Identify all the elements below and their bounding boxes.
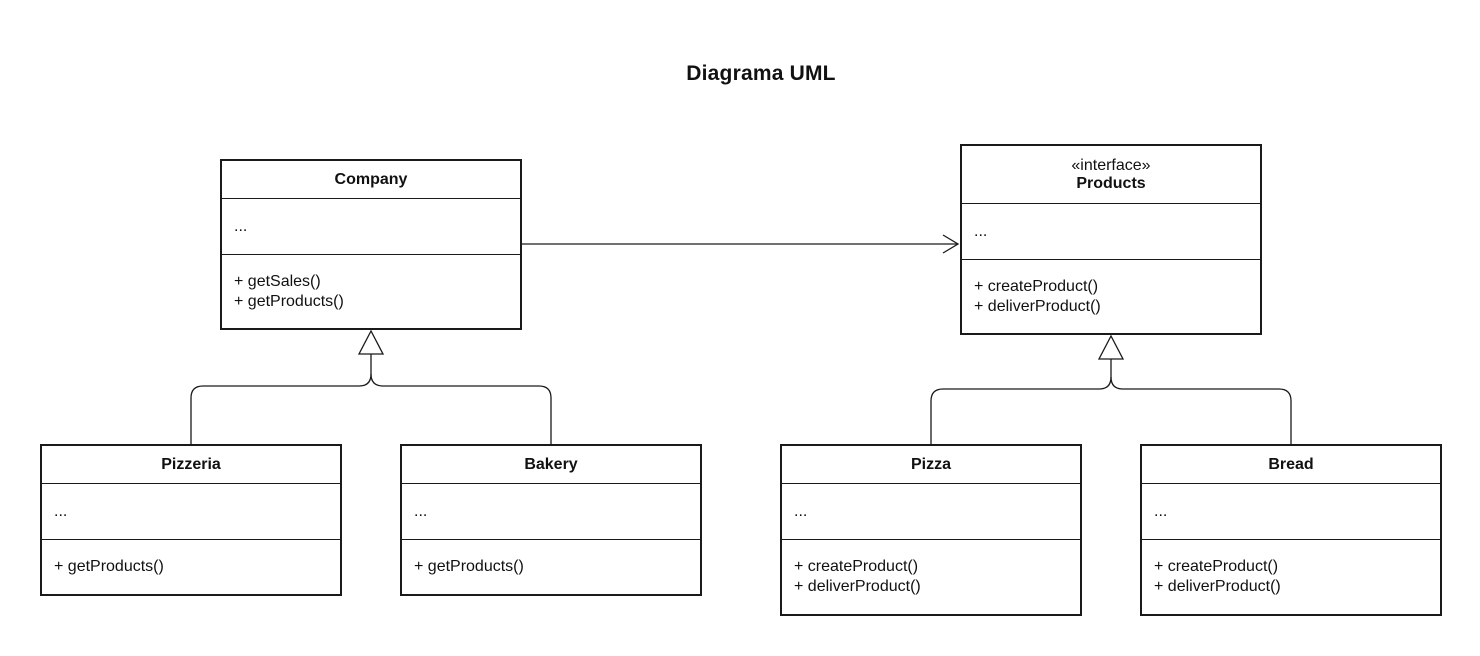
class-name: Pizzeria (161, 455, 221, 473)
realization-triangle-products (1097, 334, 1125, 360)
class-name: Bread (1268, 455, 1314, 473)
class-bread[interactable]: Bread ... + createProduct() + deliverPro… (1140, 444, 1442, 616)
realization-stem-pizza (930, 359, 1112, 445)
association-company-products (521, 234, 960, 254)
method-item: + createProduct() (1154, 558, 1279, 575)
class-company[interactable]: Company ... + getSales() + getProducts() (220, 159, 522, 330)
diagram-title: Diagrama UML (686, 62, 836, 85)
inheritance-stem-company (190, 354, 372, 445)
method-item: + createProduct() (794, 558, 919, 575)
class-methods: + getProducts() (42, 540, 340, 594)
interface-products[interactable]: «interface» Products ... + createProduct… (960, 144, 1262, 335)
class-attributes: ... (962, 204, 1260, 260)
class-header: Pizza (782, 446, 1080, 484)
class-name: Products (1076, 175, 1146, 192)
interface-stereotype: «interface» (1071, 157, 1151, 174)
class-name: Pizza (910, 455, 951, 473)
class-attributes: ... (222, 199, 520, 255)
class-attributes: ... (402, 484, 700, 540)
method-item: + getProducts() (234, 292, 344, 310)
class-name: Company (334, 170, 408, 188)
method-item: + getSales() (234, 272, 321, 290)
class-pizza[interactable]: Pizza ... + createProduct() + deliverPro… (780, 444, 1082, 616)
class-name: Bakery (524, 455, 578, 473)
class-pizzeria[interactable]: Pizzeria ... + getProducts() (40, 444, 342, 596)
class-header: «interface» Products (962, 146, 1260, 204)
association-arrowhead (942, 234, 960, 254)
class-header: Bread (1142, 446, 1440, 484)
class-attributes: ... (782, 484, 1080, 540)
class-methods: + getProducts() (402, 540, 700, 594)
class-attributes: ... (1142, 484, 1440, 540)
class-bakery[interactable]: Bakery ... + getProducts() (400, 444, 702, 596)
class-methods: + createProduct() + deliverProduct() (782, 540, 1080, 614)
class-methods: + createProduct() + deliverProduct() (1142, 540, 1440, 614)
class-methods: + getSales() + getProducts() (222, 255, 520, 328)
method-item: + deliverProduct() (974, 297, 1101, 315)
realization-to-products (930, 334, 1292, 445)
inheritance-to-company (190, 329, 552, 445)
method-item: + getProducts() (54, 558, 164, 575)
class-header: Bakery (402, 446, 700, 484)
realization-branch-bread (1110, 376, 1292, 445)
method-item: + createProduct() (974, 277, 1099, 295)
class-header: Company (222, 161, 520, 199)
inheritance-triangle-company (357, 329, 385, 355)
class-methods: + createProduct() + deliverProduct() (962, 260, 1260, 333)
class-header: Pizzeria (42, 446, 340, 484)
method-item: + deliverProduct() (794, 578, 921, 595)
method-item: + deliverProduct() (1154, 578, 1281, 595)
class-attributes: ... (42, 484, 340, 540)
method-item: + getProducts() (414, 558, 524, 575)
inheritance-branch-bakery (370, 373, 552, 445)
